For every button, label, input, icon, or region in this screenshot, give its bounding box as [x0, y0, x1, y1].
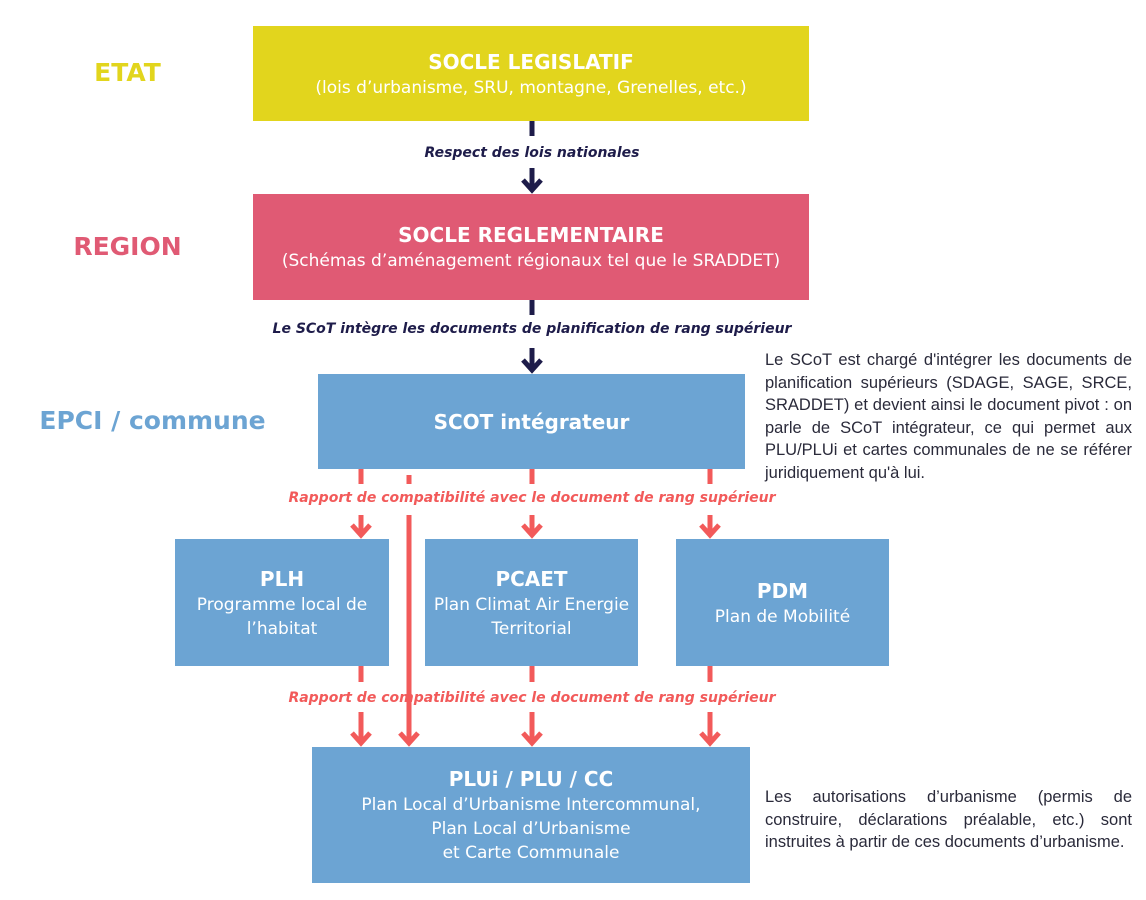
connector-label-rapport-1: Rapport de compatibilité avec le documen… — [288, 490, 776, 506]
scot-title: SCOT intégrateur — [433, 409, 630, 434]
plui-subtitle-line1: Plan Local d’Urbanisme Intercommunal, — [361, 795, 701, 815]
pdm-box: PDM Plan de Mobilité — [676, 539, 889, 666]
scot-box: SCOT intégrateur — [318, 374, 745, 469]
level-label-etat: ETAT — [94, 58, 161, 87]
pcaet-subtitle-line1: Plan Climat Air Energie — [433, 594, 630, 615]
plh-title: PLH — [259, 566, 305, 591]
plui-title: PLUi / PLU / CC — [448, 767, 614, 791]
pcaet-subtitle-line2: Territorial — [491, 618, 572, 639]
connector-label-respect-lois: Respect des lois nationales — [424, 145, 640, 161]
pcaet-box: PCAET Plan Climat Air Energie Territoria… — [425, 539, 638, 666]
level-label-epci: EPCI / commune — [39, 406, 266, 435]
socle-legislatif-subtitle: (lois d’urbanisme, SRU, montagne, Grenel… — [315, 77, 747, 98]
socle-legislatif-title: SOCLE LEGISLATIF — [428, 49, 634, 74]
pdm-title: PDM — [756, 578, 809, 603]
connector-label-scot-integre: Le SCoT intègre les documents de planifi… — [272, 321, 792, 337]
connector-label-rapport-2: Rapport de compatibilité avec le documen… — [288, 690, 776, 706]
plui-subtitle-line3: et Carte Communale — [442, 843, 620, 863]
pdm-subtitle-line1: Plan de Mobilité — [714, 606, 851, 627]
scot-note: Le SCoT est chargé d'intégrer les docume… — [765, 351, 1132, 482]
plui-subtitle-line2: Plan Local d’Urbanisme — [431, 819, 631, 839]
socle-reglementaire-subtitle: (Schémas d’aménagement régionaux tel que… — [281, 251, 781, 271]
plui-note: Les autorisations d’urbanisme (permis de… — [765, 788, 1132, 851]
pcaet-title: PCAET — [495, 566, 568, 591]
plh-subtitle-line2: l’habitat — [246, 618, 318, 639]
socle-reglementaire-title: SOCLE REGLEMENTAIRE — [398, 223, 664, 247]
plui-box: PLUi / PLU / CC Plan Local d’Urbanisme I… — [312, 747, 750, 883]
socle-legislatif-box: SOCLE LEGISLATIF (lois d’urbanisme, SRU,… — [253, 26, 809, 121]
level-label-region: REGION — [73, 232, 182, 261]
plh-subtitle-line1: Programme local de — [196, 594, 368, 615]
plh-box: PLH Programme local de l’habitat — [175, 539, 389, 666]
socle-reglementaire-box: SOCLE REGLEMENTAIRE (Schémas d’aménageme… — [253, 194, 809, 300]
